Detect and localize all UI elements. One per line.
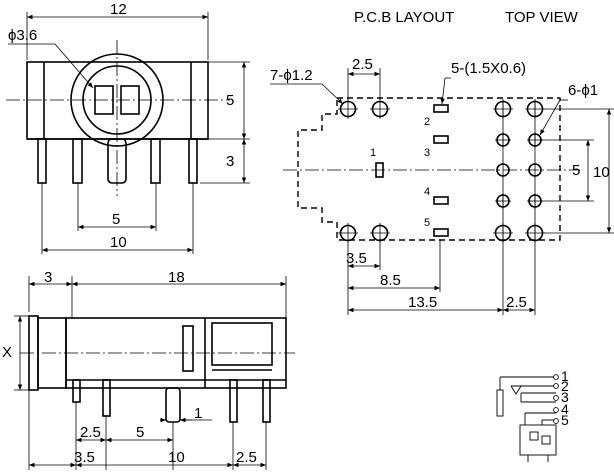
pcb-pitch-label: 2.5 — [352, 56, 373, 73]
side-pin — [102, 379, 111, 417]
side-pin — [72, 379, 81, 403]
side-pin — [165, 387, 181, 423]
schematic: 1 2 3 4 5 — [496, 368, 569, 462]
top-view-title: TOP VIEW — [505, 9, 579, 26]
front-width-label: 12 — [110, 1, 127, 18]
schematic-pin-3: 3 — [561, 389, 569, 405]
schematic-sleeve — [496, 389, 504, 417]
side-x-label: X — [2, 344, 12, 361]
front-pin-length-label: 3 — [226, 153, 234, 170]
side-length-label: 18 — [168, 269, 185, 286]
front-body — [26, 61, 209, 140]
pcb-slot-2 — [433, 104, 449, 113]
pcb-dim-13-5-label: 13.5 — [408, 294, 437, 311]
pcb-dim-8-5-label: 8.5 — [380, 272, 401, 289]
side-pin — [229, 379, 238, 423]
pcb-slot-5 — [433, 228, 449, 237]
side-view: 3 18 X 1 2.5 — [2, 269, 295, 470]
schematic-switch — [519, 424, 557, 456]
pcb-dim-2-5-label: 2.5 — [506, 294, 527, 311]
front-height-label: 5 — [226, 92, 234, 109]
pcb-dim-10-label: 10 — [593, 164, 610, 181]
front-pin — [188, 138, 198, 184]
pcb-layout-title: P.C.B LAYOUT — [354, 9, 454, 26]
side-pin-width-label: 1 — [194, 405, 202, 422]
pcb-dim-5-label: 5 — [572, 162, 580, 179]
front-pin — [150, 138, 161, 184]
side-front-label: 3 — [44, 269, 52, 286]
pcb-slot-1 — [375, 162, 384, 178]
schematic-pin-4: 4 — [561, 401, 569, 417]
side-dim-2-5-label: 2.5 — [80, 424, 101, 441]
side-pin — [262, 379, 271, 423]
pcb-layout: 1 2 3 4 5 7-ϕ1.2 2.5 5-(1.5X0.6) 6-ϕ1 5 … — [270, 56, 614, 315]
front-pin — [107, 138, 127, 184]
pcb-outline — [297, 97, 561, 241]
pad-label-1: 1 — [370, 147, 376, 159]
pcb-large-hole-label: 7-ϕ1.2 — [270, 67, 313, 84]
front-pin — [72, 138, 83, 184]
side-dim-3-5-label: 3.5 — [74, 449, 95, 466]
front-pitch-inner-label: 5 — [112, 211, 120, 228]
side-dim-10-label: 10 — [168, 449, 185, 466]
pcb-slot-4 — [433, 196, 449, 205]
pcb-small-hole-label: 6-ϕ1 — [568, 82, 598, 99]
pcb-slot-3 — [433, 135, 449, 144]
front-pin — [37, 138, 47, 184]
pcb-dim-3-5-label: 3.5 — [346, 250, 367, 267]
side-dim-5-label: 5 — [136, 424, 144, 441]
pad-label-2: 2 — [424, 116, 430, 128]
pcb-slot-label: 5-(1.5X0.6) — [451, 60, 526, 77]
front-hole-dia-label: ϕ3.6 — [8, 27, 37, 44]
pad-label-5: 5 — [424, 217, 430, 229]
pad-label-4: 4 — [424, 186, 430, 198]
front-pitch-outer-label: 10 — [110, 234, 127, 251]
schematic-pin-2: 2 — [561, 378, 569, 394]
side-dim-2-5b-label: 2.5 — [236, 449, 257, 466]
schematic-pin-1: 1 — [561, 368, 569, 384]
pad-label-3: 3 — [424, 147, 430, 159]
front-view: 12 ϕ3.6 5 3 — [6, 1, 250, 254]
schematic-pin-5: 5 — [561, 412, 569, 428]
